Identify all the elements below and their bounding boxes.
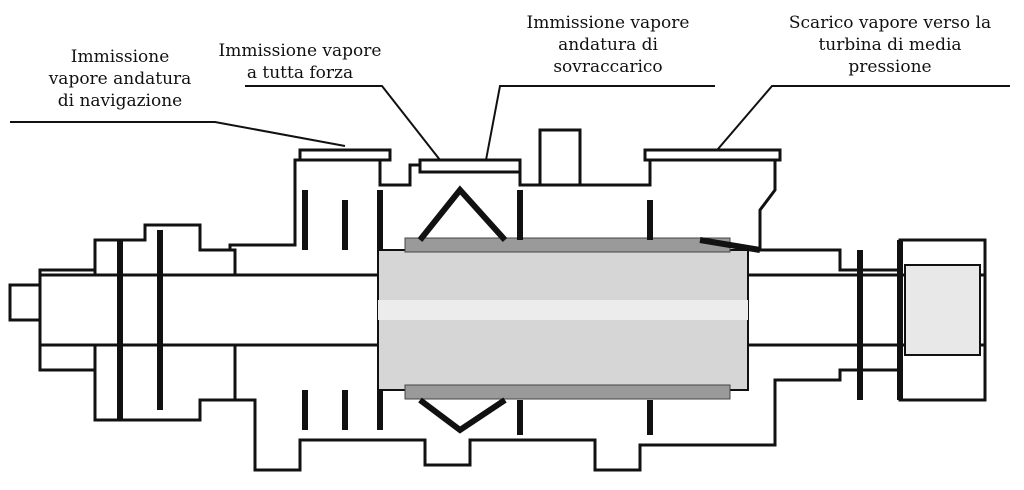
leader-cruise-inlet — [10, 121, 346, 147]
label-overload-inlet: Immissione vapore andatura di sovraccari… — [508, 12, 708, 78]
label-line: Immissione — [70, 47, 170, 67]
label-line: di navigazione — [57, 91, 183, 111]
leader-overload-inlet — [485, 85, 715, 161]
label-line: vapore andatura — [48, 69, 192, 89]
label-line: a tutta forza — [246, 63, 354, 83]
label-line: turbina di media — [818, 35, 962, 55]
label-line: Immissione vapore — [526, 13, 690, 33]
label-line: sovraccarico — [553, 57, 663, 77]
label-full-power-inlet: Immissione vapore a tutta forza — [200, 40, 400, 84]
leader-lines — [10, 85, 1010, 161]
label-line: pressione — [848, 57, 932, 77]
leader-full-power-inlet — [245, 85, 441, 161]
label-cruise-inlet: Immissione vapore andatura di navigazion… — [30, 46, 210, 112]
label-exhaust: Scarico vapore verso la turbina di media… — [770, 12, 1010, 78]
label-line: andatura di — [558, 35, 658, 55]
label-line: Immissione vapore — [218, 41, 382, 61]
internal-diaphragms — [117, 185, 903, 435]
label-line: Scarico vapore verso la — [788, 13, 992, 33]
blade-rows — [404, 237, 731, 400]
leader-exhaust — [711, 85, 1010, 157]
coupling — [904, 264, 981, 356]
